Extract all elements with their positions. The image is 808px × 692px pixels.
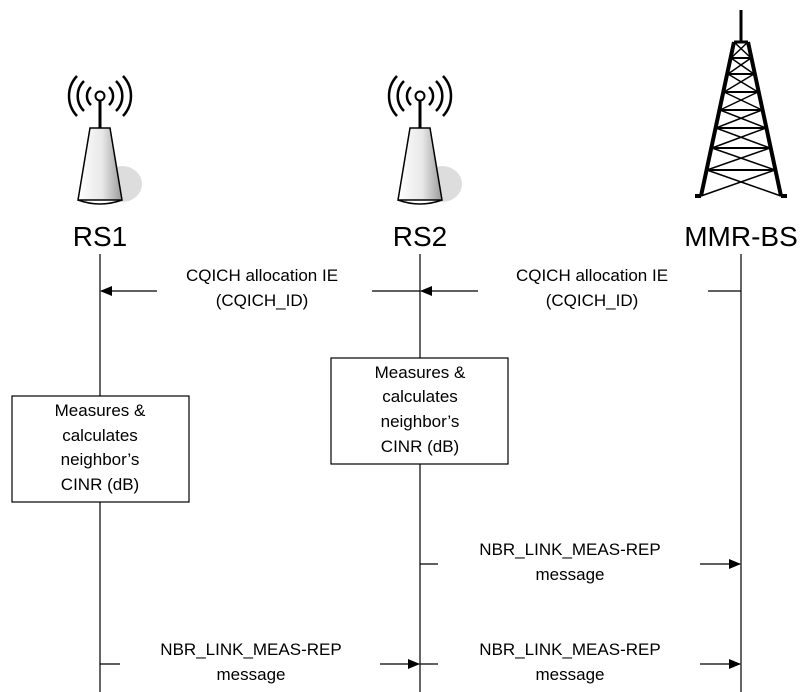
message-label-line2: (CQICH_ID) [216,291,309,310]
message-label-line2: message [217,665,286,684]
process-box-line: calculates [62,426,138,445]
relay-station-antenna-icon [387,75,462,205]
process-box-rs2: Measures & calculates neighbor’s CINR (d… [330,357,509,465]
message-label-line1: CQICH allocation IE [186,266,338,285]
message-label-line1: NBR_LINK_MEAS-REP [479,540,660,559]
base-station-tower-icon [695,10,787,198]
process-box-line: Measures & [55,401,146,420]
message-nbr-rs2-to-bs-final: NBR_LINK_MEAS-REP message [420,640,741,684]
entity-label-rs2: RS2 [393,221,447,252]
message-label-line2: message [536,665,605,684]
entity-label-rs1: RS1 [73,221,127,252]
message-label-line1: NBR_LINK_MEAS-REP [160,640,341,659]
message-nbr-rs2-to-bs: NBR_LINK_MEAS-REP message [420,540,741,584]
process-box-line: Measures & [375,363,466,382]
process-box-line: CINR (dB) [381,437,459,456]
message-cqich-bs-to-rs2: CQICH allocation IE (CQICH_ID) [420,266,741,310]
process-box-line: calculates [382,387,458,406]
message-nbr-rs1-to-rs2: NBR_LINK_MEAS-REP message [100,640,420,684]
relay-station-antenna-icon [67,75,142,205]
message-cqich-rs2-to-rs1: CQICH allocation IE (CQICH_ID) [100,266,420,310]
message-label-line1: NBR_LINK_MEAS-REP [479,640,660,659]
process-box-rs1: Measures & calculates neighbor’s CINR (d… [11,395,190,503]
message-label-line2: (CQICH_ID) [546,291,639,310]
process-box-line: neighbor’s [381,412,460,431]
message-label-line1: CQICH allocation IE [516,266,668,285]
process-box-line: CINR (dB) [61,475,139,494]
entity-label-mmr-bs: MMR-BS [684,221,798,252]
process-box-line: neighbor’s [61,450,140,469]
message-label-line2: message [536,565,605,584]
